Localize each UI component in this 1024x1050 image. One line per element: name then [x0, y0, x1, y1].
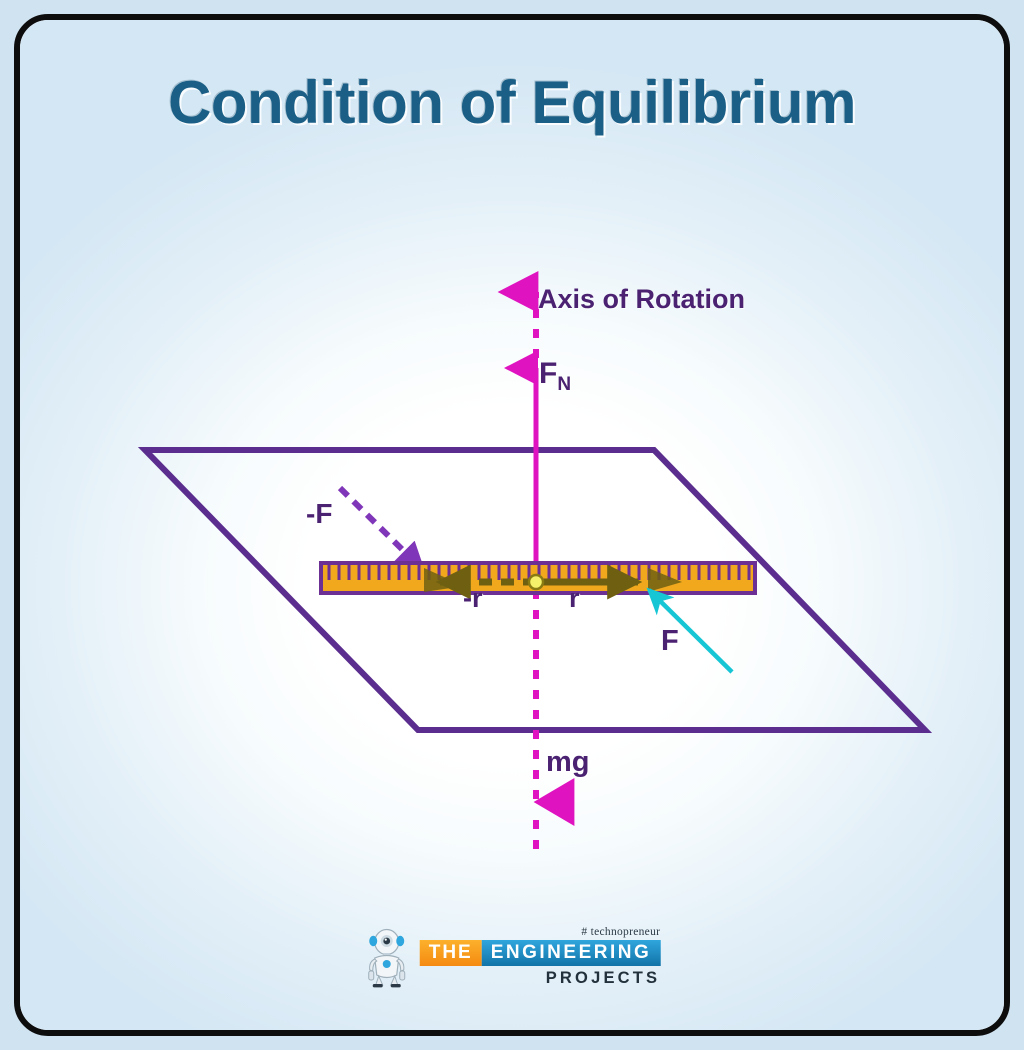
brand-engineering: ENGINEERING — [481, 940, 661, 966]
normal-force-symbol: F — [539, 357, 558, 390]
equilibrium-diagram — [137, 271, 933, 860]
normal-force-label: FN — [539, 357, 571, 396]
radius-wedge — [648, 568, 682, 592]
radius-label: r — [569, 583, 580, 613]
weight-label: mg — [546, 746, 590, 778]
negative-radius-label: -r — [463, 583, 483, 613]
brand-bar: THE ENGINEERING — [419, 940, 661, 966]
negative-force-label: -F — [306, 498, 333, 529]
negative-radius-wedge — [424, 568, 464, 592]
slide-canvas: Condition of Equilibrium — [20, 20, 1004, 1030]
negative-force-arrow — [337, 485, 426, 573]
tagline: # technopreneur — [581, 926, 661, 938]
brand-the: THE — [419, 940, 482, 966]
axis-of-rotation-label: Axis of Rotation — [538, 284, 745, 314]
brand-projects: PROJECTS — [545, 969, 661, 987]
robot-icon — [368, 928, 406, 988]
slide-frame: Condition of Equilibrium — [14, 14, 1010, 1036]
force-label: F — [661, 625, 679, 657]
pivot-point — [527, 573, 545, 591]
logo-text-block: # technopreneur THE ENGINEERING PROJECTS — [419, 926, 661, 988]
ruler — [319, 561, 757, 595]
page-title: Condition of Equilibrium — [168, 69, 856, 136]
normal-force-subscript: N — [557, 374, 572, 395]
footer-logo: # technopreneur THE ENGINEERING PROJECTS — [364, 926, 661, 988]
horizontal-plane — [137, 447, 933, 733]
